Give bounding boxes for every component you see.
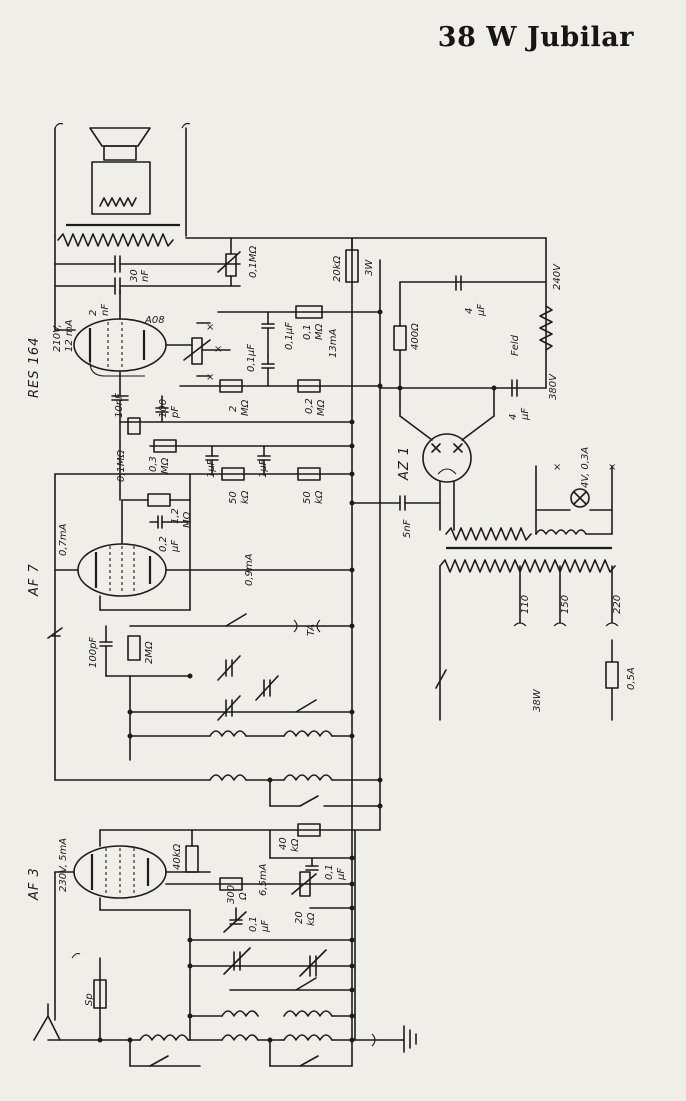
r-20kohm-b: 20	[294, 911, 305, 924]
svg-text:×: ×	[553, 462, 561, 473]
tube-res164	[73, 318, 167, 377]
r-20kohm-b-unit: kΩ	[306, 912, 317, 926]
af7-screen-current: 0,9mA	[244, 553, 255, 586]
r-12mohm: 1,2	[170, 508, 181, 524]
mains-transformer	[439, 527, 616, 573]
tube-label-af3: AF 3	[27, 867, 42, 901]
svg-text:×: ×	[206, 322, 214, 333]
c2nf-unit: nF	[100, 304, 111, 316]
sp-label: Sp	[84, 993, 95, 1006]
r-02mohm: 0,2	[304, 398, 315, 414]
c-01uf-d-unit: μF	[260, 920, 271, 933]
svg-text:×: ×	[206, 372, 214, 383]
page-title: 38 W Jubilar	[437, 22, 634, 53]
res164-voltage: 210V,	[52, 324, 63, 352]
tap-110: 110	[520, 595, 531, 614]
c-02uf: 0,2	[158, 536, 169, 552]
tap-150: 150	[560, 595, 571, 614]
c-4uf-b: 4	[508, 414, 519, 420]
r-03mohm: 0,3	[148, 456, 159, 472]
v-240: 240V	[552, 263, 563, 290]
r-40kohm-b-unit: kΩ	[290, 838, 301, 852]
antenna	[33, 1003, 61, 1041]
r-2mohm-unit: MΩ	[240, 399, 251, 416]
loudspeaker	[54, 122, 191, 237]
tap-220: 220	[612, 595, 623, 614]
v-380: 380V	[548, 373, 559, 400]
r-01mohm-top: 0,1MΩ	[248, 245, 259, 278]
pilot-lamp	[570, 488, 590, 508]
ground-symbol	[371, 1025, 417, 1053]
output-transformer	[57, 223, 547, 247]
c-01uf-a: 0,1μF	[284, 322, 295, 350]
c-100pf: 100	[158, 399, 169, 418]
r-40kohm: 40kΩ	[172, 843, 183, 870]
c-100pf-b: 100pF	[88, 637, 99, 668]
r-3w: 3W	[364, 259, 375, 276]
af3-operating-point: 230V, 5mA	[58, 838, 69, 892]
r-01mohm-a-unit: MΩ	[314, 323, 325, 340]
r-50kohm-a-unit: kΩ	[240, 490, 251, 504]
c-5nf: 5nF	[402, 519, 413, 538]
c-01uf-b: 0,1μF	[246, 344, 257, 372]
c30nf-value: 30	[129, 269, 140, 282]
res164-current: 12 mA	[64, 319, 75, 352]
r-300ohm: 300	[226, 885, 237, 904]
svg-text:×: ×	[608, 462, 616, 473]
r-20kohm: 20kΩ	[332, 255, 343, 282]
tube-label-res164: RES 164	[27, 337, 42, 398]
r-2mohm-b: 2MΩ	[144, 641, 155, 664]
r-2mohm: 2	[228, 406, 239, 412]
lamp-rating: 4V, 0,3A	[580, 447, 591, 488]
c-4uf-a: 4	[464, 308, 475, 314]
power-rating: 38W	[532, 688, 543, 712]
r-02mohm-unit: MΩ	[316, 399, 327, 416]
af7-current: 0,7mA	[58, 523, 69, 556]
c-4uf-a-unit: μF	[476, 304, 487, 317]
r-01mohm-b: 0,1MΩ	[116, 449, 127, 482]
r-03mohm-unit: MΩ	[160, 457, 171, 474]
r-50kohm-a: 50	[228, 491, 239, 504]
tube-af7	[77, 543, 167, 597]
r-40kohm-b: 40	[278, 837, 289, 850]
c-01uf-d: 0,1	[248, 916, 259, 932]
r-300ohm-unit: Ω	[238, 892, 249, 901]
r-50kohm-b-unit: kΩ	[314, 490, 325, 504]
c-4uf-b-unit: μF	[520, 408, 531, 421]
c30nf-unit: nF	[140, 270, 151, 282]
tube-af3	[73, 845, 167, 899]
c-10nf: 10nF	[114, 393, 125, 418]
c2nf-value: 2	[88, 310, 99, 316]
tube-label-af7: AF 7	[27, 563, 42, 597]
r-01mohm-a: 0,1	[302, 324, 313, 340]
c-100pf-unit: pF	[170, 406, 181, 419]
a08-label: A08	[144, 315, 165, 326]
af3-screen-current: 6,5mA	[258, 863, 269, 896]
ta-label: TA	[306, 624, 317, 636]
c-01uf-c-unit: μF	[336, 868, 347, 881]
c-01uf-c: 0,1	[324, 864, 335, 880]
coils-af7	[54, 730, 381, 807]
fuse-rating: 0,5A	[626, 667, 637, 690]
feld-label: Feld	[510, 334, 521, 356]
c-02uf-unit: μF	[170, 540, 181, 553]
r-50kohm-b: 50	[302, 491, 313, 504]
r-400ohm: 400Ω	[410, 323, 421, 350]
tube-az1	[399, 387, 495, 483]
tube-label-az1: AZ 1	[397, 446, 412, 481]
r-12mohm-unit: MΩ	[182, 511, 193, 528]
a08-current: 13mA	[328, 329, 339, 358]
